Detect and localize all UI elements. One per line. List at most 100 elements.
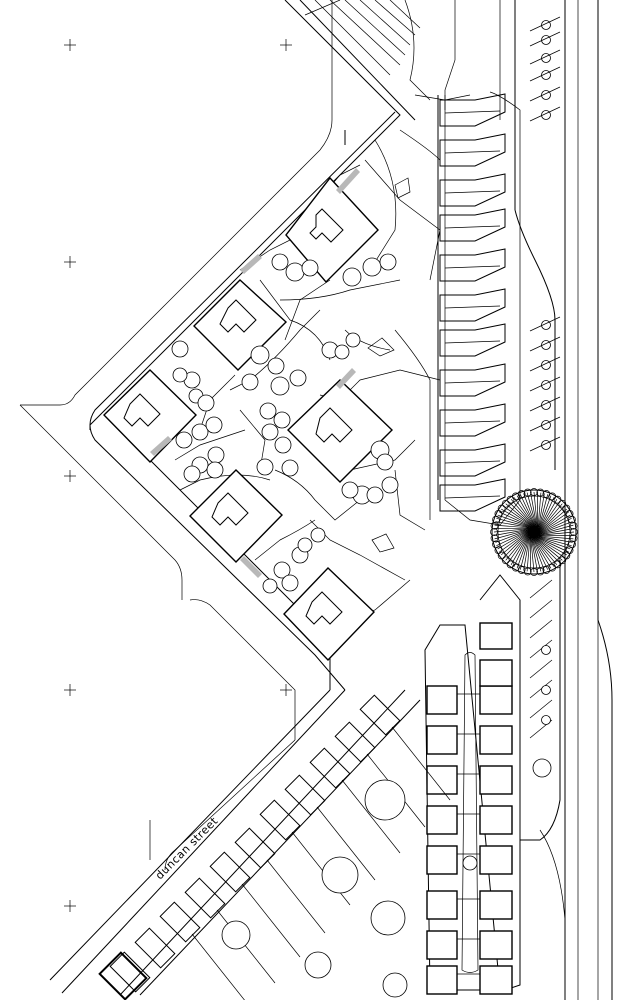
parking-line [529,336,561,352]
roundabout-ray [508,501,536,529]
townhouse [439,323,506,357]
parking-line [529,31,561,47]
parking-line [529,49,561,65]
tree [175,431,193,449]
roundabout-ray [536,524,574,536]
tree [241,373,259,391]
tree [271,253,289,271]
roundabout-ray [534,535,572,547]
terrace-unit-west [426,965,458,995]
townhouse-divider [444,225,501,229]
lot-house [109,951,151,993]
roundabout-ray [537,499,558,533]
roundabout-ray [530,492,538,530]
building-1 [285,176,379,284]
tree [250,345,270,365]
townhouse-divider [444,460,501,464]
roundabout-petal [548,563,557,572]
roundabout-ray [526,533,531,572]
parking-line [529,619,553,639]
grey-accent [240,556,262,578]
top-parcels [304,0,456,110]
lot-boundary [266,859,326,934]
townhouse-divider [444,110,501,114]
roundabout-ray [497,514,535,529]
roundabout-ray [494,528,532,540]
roundabout-ray [510,498,537,529]
townhouse [439,133,506,167]
tree [256,458,274,476]
tree [267,357,285,375]
roundabout-ray [523,532,531,571]
roundabout-petal [494,546,503,555]
roundabout-ray [530,533,535,573]
tree [261,423,279,441]
roundabout-ray [494,528,532,536]
roundabout-petal [501,556,510,565]
townhouse [439,478,506,512]
townhouse [439,363,506,397]
roundabout-ray [532,535,565,558]
roundabout-ray [503,530,531,558]
terrace-unit-east [479,845,513,875]
tree [310,527,326,543]
roundabout-ray [519,494,538,530]
roundabout-petal [569,534,578,543]
lot-boundary [316,806,376,881]
townhouse [439,208,506,242]
roundabout-petal [558,499,567,508]
tree [301,259,319,277]
terrace-unit-east [479,765,513,795]
roundabout-petal [570,528,578,536]
tree [191,423,209,441]
roundabout-petal [536,567,545,576]
lot-boundary [241,883,301,958]
roundabout-ray [534,535,573,543]
roundabout-ray [505,503,536,529]
terrace-unit-west [426,890,458,920]
tree [183,465,201,483]
roundabout-petal [492,540,500,549]
terrace-unit-east [479,890,513,920]
tree [376,453,394,471]
townhouse-divider [444,420,501,424]
tree [341,481,359,499]
parking-line [529,356,561,372]
townhouse-divider [444,380,501,384]
tree [366,486,384,504]
street-label: duncan street [153,814,221,882]
tree [197,394,215,412]
main-road-lines [499,0,613,1000]
townhouse [439,288,506,322]
roundabout-ray [537,501,560,534]
roundabout-ray [536,528,574,536]
roundabout-ray [516,531,531,569]
roundabout-petal [568,540,576,549]
terrace-unit-east [479,725,513,755]
terrace-unit-west [426,765,458,795]
parking-line [529,436,561,452]
roundabout-ray [495,521,534,529]
roundabout-petal [490,528,498,536]
tree [362,257,382,277]
roundabout-ray [535,531,575,536]
parking-line [529,316,561,332]
roundabout-petal [517,566,526,574]
building-5 [189,469,283,563]
terraced-blocks [424,574,521,995]
roundabout-ray [496,528,532,547]
lot-strips [98,694,451,1000]
roundabout-ray [501,508,535,529]
roundabout-ray [513,531,531,567]
terrace-unit-east [479,622,513,650]
grey-accent [336,168,360,194]
tree [281,459,299,477]
parking-line [529,679,553,699]
roundabout-ray [530,534,542,572]
street-tree [541,645,551,655]
building-2 [193,279,288,371]
lot-house-corner [98,951,148,1000]
roundabout-ray [537,492,542,531]
tree [262,578,278,594]
